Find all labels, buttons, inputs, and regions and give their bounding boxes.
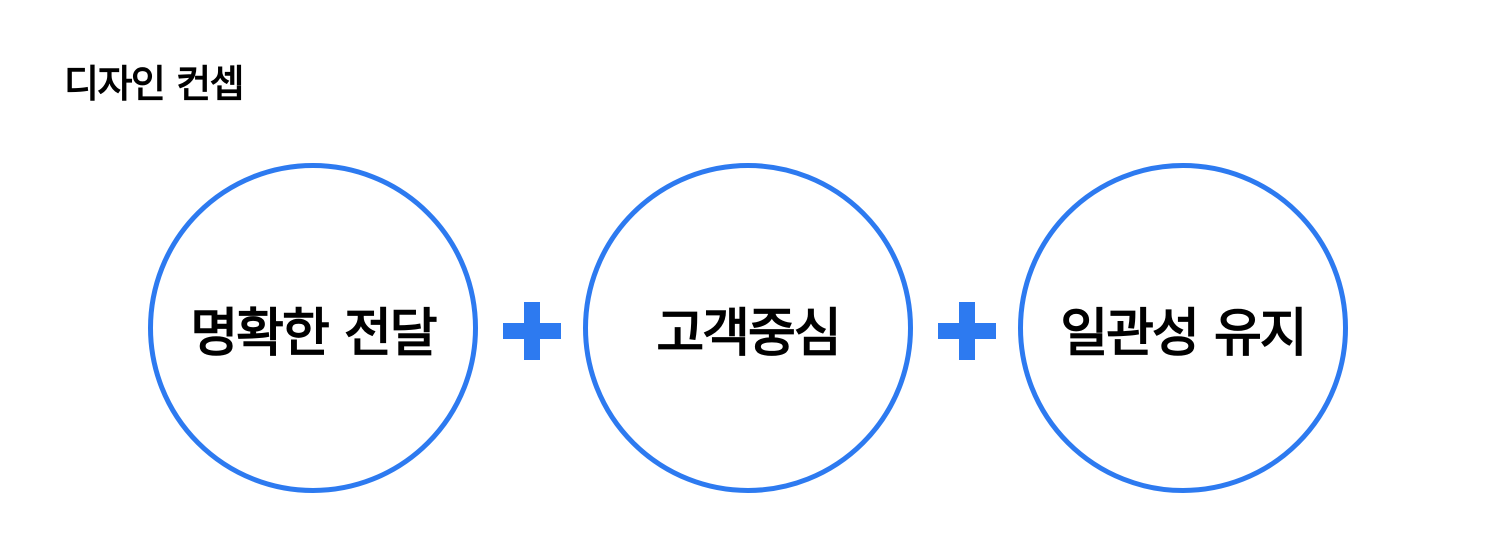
concept-circle-consistency: 일관성 유지 bbox=[1018, 163, 1348, 493]
concept-circle-clear-delivery: 명확한 전달 bbox=[148, 163, 478, 493]
concept-circle-customer-centric: 고객중심 bbox=[583, 163, 913, 493]
plus-icon bbox=[503, 302, 561, 360]
concept-label: 일관성 유지 bbox=[1060, 303, 1307, 364]
page-title: 디자인 컨셉 bbox=[64, 62, 245, 106]
concept-label: 고객중심 bbox=[656, 303, 841, 364]
plus-icon bbox=[938, 302, 996, 360]
concept-label: 명확한 전달 bbox=[190, 303, 437, 364]
